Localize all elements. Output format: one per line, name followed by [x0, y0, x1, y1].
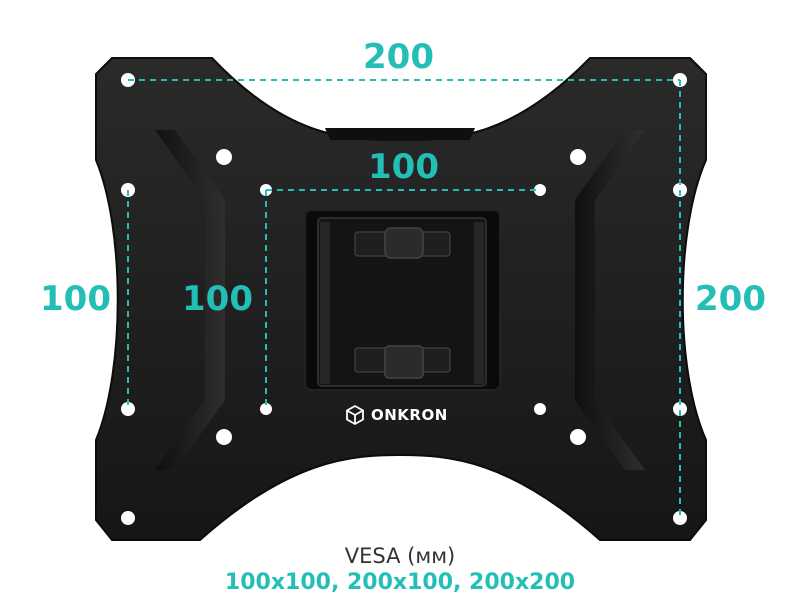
hole: [216, 429, 232, 445]
vesa-caption-title: VESA (мм): [344, 544, 456, 568]
hole: [673, 402, 687, 416]
hole: [570, 429, 586, 445]
dim-label-left-inner: 100: [182, 279, 253, 319]
hinge-bottom-knob: [384, 345, 424, 379]
hole: [121, 511, 135, 525]
hole: [534, 403, 546, 415]
hole: [673, 511, 687, 525]
hinge-top-knob: [384, 227, 424, 259]
hole: [216, 149, 232, 165]
brand-name: ONKRON: [371, 406, 448, 424]
brand-logo: ONKRON: [344, 404, 448, 426]
hole: [121, 402, 135, 416]
dim-label-right-outer: 200: [695, 279, 766, 319]
hole: [570, 149, 586, 165]
dim-label-left-outer: 100: [40, 279, 111, 319]
cube-logo-icon: [346, 404, 364, 426]
hole: [534, 184, 546, 196]
pivot-rail-left: [320, 222, 330, 384]
pivot-frame: [317, 217, 487, 387]
dim-label-top-inner: 100: [368, 147, 439, 187]
bracket-top: [325, 128, 475, 140]
left-groove: [155, 130, 225, 470]
dimension-lines: [127, 79, 681, 518]
hole: [260, 403, 272, 415]
pivot-rail-right: [474, 222, 484, 384]
right-groove: [575, 130, 645, 470]
vesa-caption-sizes: 100x100, 200x100, 200x200: [224, 570, 576, 595]
dim-label-top-outer: 200: [363, 37, 434, 77]
